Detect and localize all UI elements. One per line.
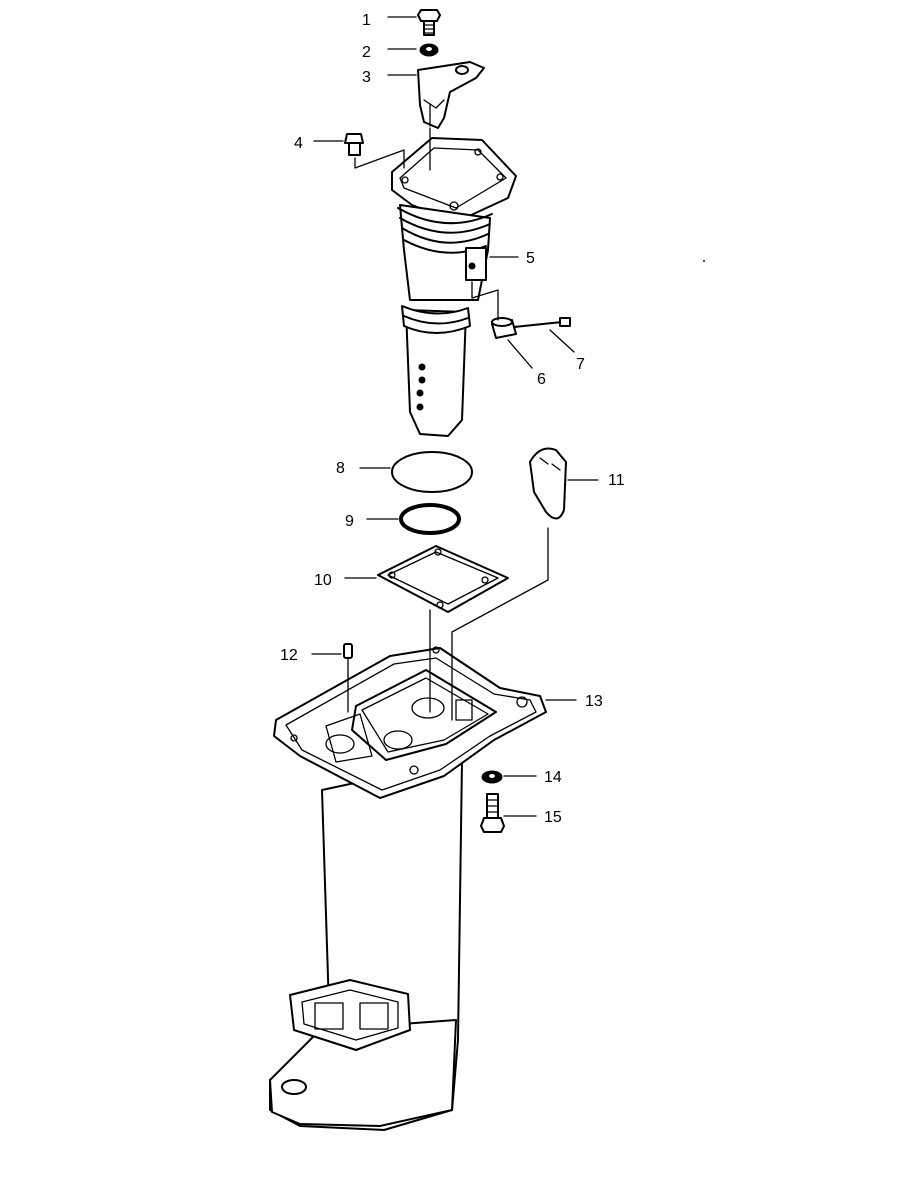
callout-1: 1 <box>362 12 371 29</box>
callout-labels: 1 2 3 4 5 6 7 8 9 10 11 12 13 14 15 <box>280 12 625 826</box>
part-12-dowel-pin <box>343 643 353 659</box>
callout-8: 8 <box>336 460 345 477</box>
callout-7: 7 <box>576 356 585 373</box>
callout-15: 15 <box>544 809 562 826</box>
part-8-o-ring <box>391 451 473 493</box>
callout-13: 13 <box>585 693 603 710</box>
part-2-washer <box>419 43 439 57</box>
part-4-bolt <box>344 133 364 156</box>
part-7-screw <box>513 317 571 328</box>
callout-3: 3 <box>362 69 371 86</box>
callout-9: 9 <box>345 513 354 530</box>
callout-12: 12 <box>280 647 298 664</box>
part-10-gasket <box>377 545 509 613</box>
callout-10: 10 <box>314 572 332 589</box>
callout-6: 6 <box>537 371 546 388</box>
callout-4: 4 <box>294 135 303 152</box>
part-1-bolt <box>417 9 441 36</box>
callout-11: 11 <box>608 472 625 489</box>
leader-lines <box>311 16 599 817</box>
part-15-bolt <box>480 793 505 833</box>
part-6-bushing <box>491 317 517 339</box>
part-13-lower-housing <box>269 646 547 1131</box>
callout-5: 5 <box>526 250 535 267</box>
callout-14: 14 <box>544 769 562 786</box>
part-3-bracket <box>417 61 485 129</box>
assembly-guide-lines <box>347 127 549 721</box>
speck-dot <box>703 260 705 262</box>
part-9-seal-ring <box>399 503 461 535</box>
part-14-washer <box>481 770 503 784</box>
part-5-upper-housing <box>391 137 517 437</box>
part-11-clip <box>529 447 567 520</box>
callout-2: 2 <box>362 44 371 61</box>
